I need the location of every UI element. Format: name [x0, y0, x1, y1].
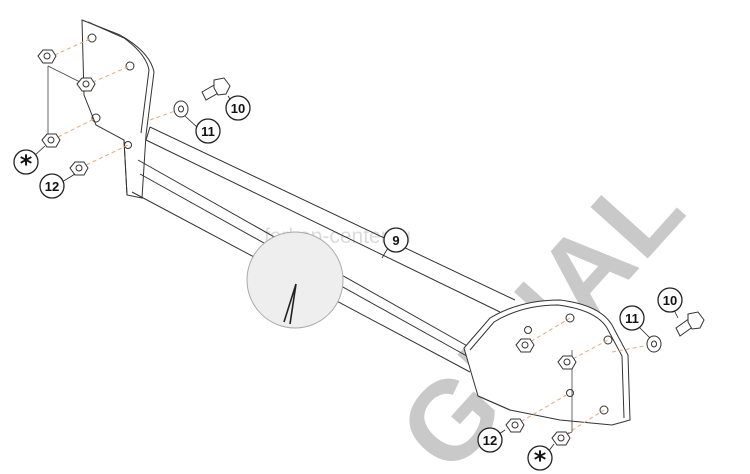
right-mounting-plate [463, 299, 631, 426]
left-washer [173, 100, 189, 118]
callout-11-left: 11 [195, 118, 221, 144]
svg-text:12: 12 [45, 179, 59, 194]
detail-circle [246, 231, 344, 329]
callout-10-right: 10 [657, 287, 683, 313]
right-nut-mid [557, 355, 577, 370]
right-nut-12 [505, 418, 525, 433]
callout-12-right: 12 [477, 427, 503, 453]
svg-text:10: 10 [231, 101, 245, 116]
callout-9: 9 [383, 227, 409, 253]
svg-text:9: 9 [392, 233, 399, 248]
callout-12-left: 12 [39, 173, 65, 199]
callout-star-left: * [13, 149, 39, 178]
right-nut-top [515, 338, 535, 353]
left-nut-mid [76, 77, 96, 92]
svg-text:11: 11 [625, 311, 639, 326]
svg-text:*: * [20, 150, 33, 178]
svg-text:11: 11 [201, 124, 215, 139]
callout-star-right: * [527, 445, 553, 474]
right-washer [646, 335, 662, 353]
right-plate-holes [524, 313, 613, 415]
left-nut-top [37, 49, 57, 64]
callout-10-left: 10 [225, 95, 251, 121]
left-nut-12 [69, 161, 89, 176]
right-nut-star [551, 431, 571, 446]
svg-text:10: 10 [663, 293, 677, 308]
svg-text:12: 12 [483, 433, 497, 448]
left-mounting-plate [81, 19, 155, 199]
svg-text:*: * [534, 446, 547, 474]
left-bolt [201, 77, 231, 101]
callout-11-right: 11 [619, 305, 645, 331]
right-bolt [675, 311, 705, 337]
left-plate-holes [87, 33, 135, 149]
left-nut-star [41, 133, 61, 148]
